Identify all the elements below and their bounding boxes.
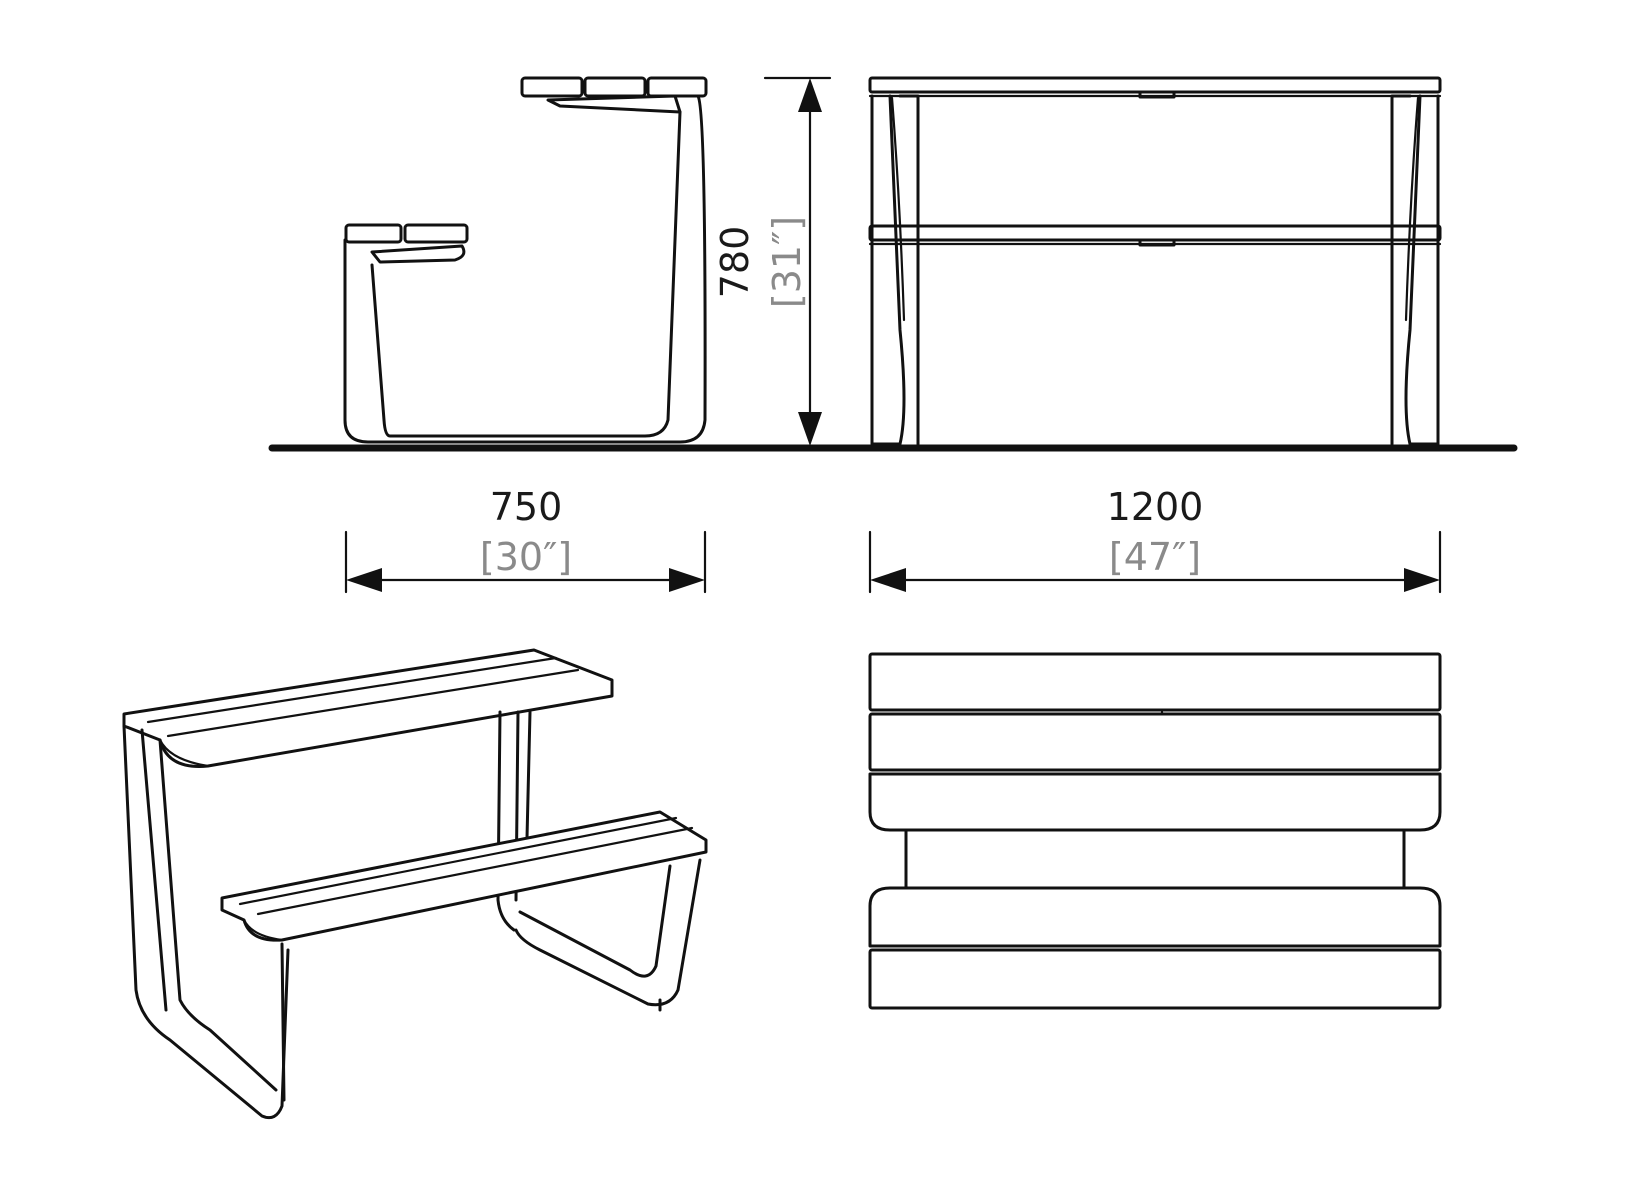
top-bracket (546, 94, 682, 114)
width-inch-label: [47″] (1109, 535, 1201, 579)
table-slat (646, 76, 708, 98)
front-view (868, 76, 1442, 446)
top-bench-slat (868, 886, 1442, 948)
right-leg (1404, 94, 1440, 446)
top-table-slat (868, 652, 1442, 712)
table-slat (583, 76, 647, 98)
bench-slat (403, 223, 469, 244)
top-bench-slat (868, 948, 1442, 1010)
iso-bench-support (280, 942, 286, 1102)
isometric-view (122, 648, 708, 1120)
top-table-slat (868, 772, 1442, 832)
table-slat (520, 76, 584, 98)
depth-inch-label: [30″] (480, 535, 572, 579)
top-table-slat (868, 712, 1442, 772)
bench-bracket (370, 244, 466, 264)
bench-seat (868, 224, 1442, 242)
frame-inner (370, 110, 682, 438)
depth-dimension: 750 [30″] (344, 485, 707, 594)
left-leg (870, 94, 906, 446)
height-inch-label: [31″] (765, 216, 809, 308)
iso-tabletop (122, 648, 614, 768)
frame-outer (343, 94, 707, 444)
table-top (868, 76, 1442, 94)
depth-mm-label: 750 (490, 485, 563, 529)
iso-right-leg (496, 710, 516, 932)
width-mm-label: 1200 (1107, 485, 1204, 529)
iso-bench (220, 810, 708, 942)
iso-left-frame (122, 724, 290, 1120)
top-view (868, 652, 1442, 1010)
height-mm-label: 780 (713, 226, 757, 299)
side-view (343, 76, 708, 444)
bench-slat (344, 223, 403, 244)
height-dimension: 780 [31″] (713, 76, 832, 446)
width-dimension: 1200 [47″] (868, 485, 1442, 594)
